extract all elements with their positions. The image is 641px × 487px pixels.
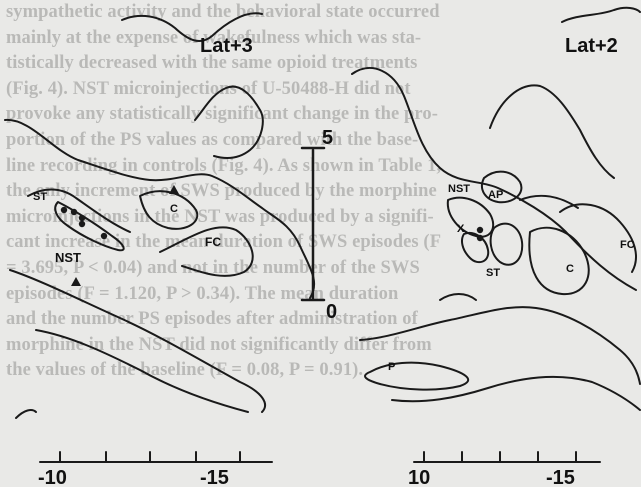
left-label-nst: NST: [55, 250, 81, 265]
left-axis-label-right: -15: [200, 467, 229, 487]
right-label-nst: NST: [448, 183, 470, 195]
right-axis-label-right: -15: [546, 467, 575, 487]
left-label-c: C: [170, 203, 178, 215]
right-top-outline: [562, 8, 640, 22]
injection-site-dot: [101, 233, 107, 239]
control-site-triangle: [71, 277, 81, 286]
injection-site-dot: [61, 207, 67, 213]
right-small-curve: [440, 294, 476, 300]
injection-site-dot: [71, 209, 77, 215]
injection-site-dot: [79, 215, 85, 221]
right-label-st: ST: [486, 267, 500, 279]
left-axis-label-left: -10: [38, 467, 67, 487]
left-lower-outline-2: [36, 330, 248, 412]
injection-site-dot: [79, 221, 85, 227]
left-c-outline: [140, 191, 197, 229]
left-small-curve: [16, 410, 36, 418]
right-title: Lat+2: [565, 35, 618, 57]
left-section: [5, 13, 324, 462]
right-nst-outline: [448, 198, 493, 237]
left-title: Lat+3: [200, 35, 253, 57]
right-section: [352, 8, 640, 462]
right-label-p: P: [388, 361, 395, 373]
right-c-outline: [529, 228, 588, 294]
injection-site-dot: [477, 227, 483, 233]
right-st-outline: [491, 224, 523, 265]
right-p-outline: [365, 363, 468, 390]
control-site-triangle: [169, 185, 179, 194]
right-upper-contour: [490, 85, 614, 178]
left-ventral-outline: [5, 120, 314, 298]
right-ventral-outline: [360, 307, 640, 384]
right-lower-outline: [392, 377, 640, 410]
left-contour-upper: [195, 87, 263, 158]
scale-bar-bottom-label: 0: [326, 301, 337, 323]
right-label-c: C: [566, 263, 574, 275]
right-markers: [477, 227, 483, 241]
right-label-fc: FC: [620, 239, 635, 251]
left-lower-outline: [10, 270, 265, 412]
right-axis-label-left: 10: [408, 467, 430, 487]
right-label-x: X: [457, 223, 465, 235]
right-label-ap: AP: [488, 189, 503, 201]
left-label-fc: FC: [205, 235, 221, 249]
left-label-st: ST: [33, 191, 47, 203]
injection-site-dot: [477, 235, 483, 241]
scale-bar-top-label: 5: [322, 127, 333, 149]
